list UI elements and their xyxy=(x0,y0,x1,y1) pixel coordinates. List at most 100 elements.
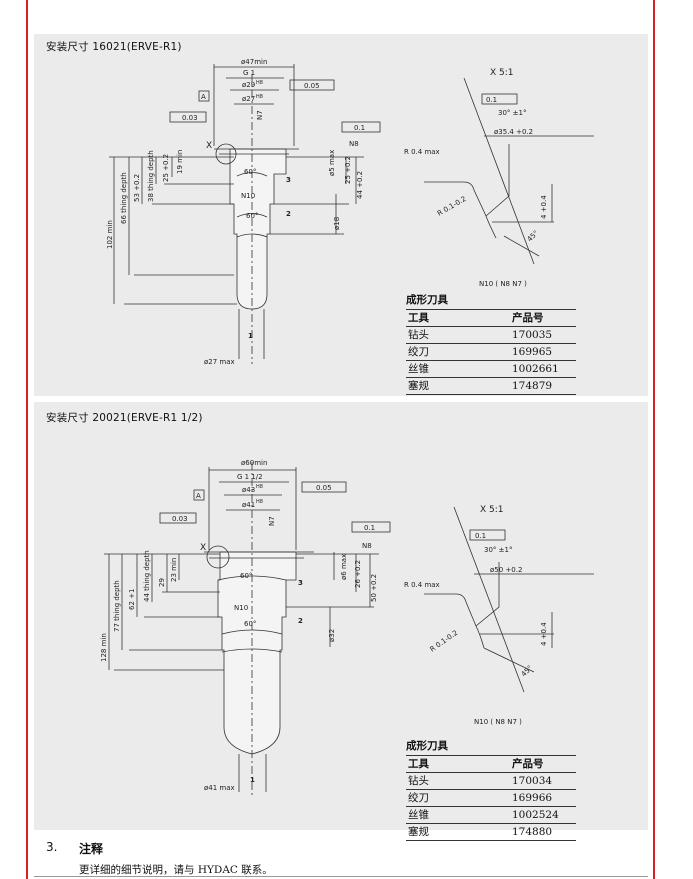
s1-surface-symbols: N10 ( N8 N7 ) xyxy=(479,280,527,288)
section-1-panel: 安装尺寸 16021(ERVE-R1) xyxy=(34,34,648,396)
s2-detail-scale: X 5:1 xyxy=(480,505,504,515)
s2-len62: 62 +1 xyxy=(128,589,136,610)
s1-len25b: 25 +0.2 xyxy=(344,156,352,184)
notes-text: 更详细的细节说明，请与 HYDAC 联系。 xyxy=(79,864,273,876)
s1-detail-dim4: 4 +0.4 xyxy=(540,195,548,219)
left-red-rule xyxy=(26,0,28,879)
s2-datum-a: A xyxy=(196,492,201,500)
s2-surface-symbols: N10 ( N8 N7 ) xyxy=(474,718,522,726)
s2-tools-heading: 成形刀具 xyxy=(406,740,448,752)
s2-len29: 29 xyxy=(158,578,166,587)
s2-n10: N10 xyxy=(234,604,248,612)
s2-part-number: 174880 xyxy=(510,823,576,841)
s2-detail-flat01: 0.1 xyxy=(475,532,486,540)
s2-mark2: 2 xyxy=(298,617,303,625)
s2-n7: N7 xyxy=(268,516,276,526)
s2-flat003: 0.03 xyxy=(172,515,188,523)
s1-len66: 66 thing depth xyxy=(120,172,128,224)
s1-col-part: 产品号 xyxy=(510,309,576,327)
s2-d43: ø43 xyxy=(242,486,255,494)
s2-detail-r01: R 0.1-0.2 xyxy=(429,629,460,654)
s1-tools-heading: 成形刀具 xyxy=(406,294,448,306)
s1-detail-a30: 30° ±1° xyxy=(498,109,526,117)
s1-d27max: ø27 max xyxy=(204,358,235,366)
s1-angle60a: 60° xyxy=(244,168,256,176)
s2-part-number: 169966 xyxy=(510,789,576,807)
s2-angle60b: 60° xyxy=(244,620,256,628)
s2-angle60a: 60° xyxy=(240,572,252,580)
s1-mark3: 3 xyxy=(286,176,291,184)
section-2-title: 安装尺寸 20021(ERVE-R1 1/2) xyxy=(46,412,203,424)
s1-len44: 44 +0.2 xyxy=(356,171,364,199)
s2-len77: 77 thing depth xyxy=(113,580,121,632)
s2-col-part: 产品号 xyxy=(510,755,576,773)
s2-tool-name: 钻头 xyxy=(406,772,510,790)
right-red-rule xyxy=(653,0,655,879)
s1-part-number: 169965 xyxy=(510,343,576,361)
s1-mark2: 2 xyxy=(286,210,291,218)
s2-detail-d50: ø50 +0.2 xyxy=(490,566,522,574)
notes-title: 注释 xyxy=(79,842,104,856)
s1-detail-scale: X 5:1 xyxy=(490,68,514,78)
s2-detail-dim4: 4 +0.4 xyxy=(540,622,548,646)
s2-d6: ø6 max xyxy=(340,554,348,580)
s1-tool-name: 钻头 xyxy=(406,326,510,344)
s1-len102: 102 min xyxy=(106,220,114,249)
s1-x-label: X xyxy=(206,141,212,151)
s2-h8b: H8 xyxy=(256,499,263,505)
section-1-title: 安装尺寸 16021(ERVE-R1) xyxy=(46,41,182,53)
s2-flat01: 0.1 xyxy=(364,524,375,532)
s2-tool-name: 丝锥 xyxy=(406,806,510,824)
s2-detail-r04: R 0.4 max xyxy=(404,581,440,589)
s2-d32: ø32 xyxy=(328,629,336,642)
s1-flat005: 0.05 xyxy=(304,82,320,90)
s1-angle60b: 60° xyxy=(246,212,258,220)
s1-detail-flat01: 0.1 xyxy=(486,96,497,104)
s2-thread: G 1 1/2 xyxy=(237,473,263,481)
s1-tool-name: 绞刀 xyxy=(406,343,510,361)
s1-n8: N8 xyxy=(349,140,359,148)
s2-len128: 128 min xyxy=(100,633,108,662)
s2-tool-name: 绞刀 xyxy=(406,789,510,807)
s1-n10: N10 xyxy=(241,192,255,200)
s1-datum-a: A xyxy=(201,93,206,101)
s2-len23: 23 min xyxy=(170,558,178,582)
s2-h8a: H8 xyxy=(256,484,263,490)
s1-detail-d354: ø35.4 +0.2 xyxy=(494,128,533,136)
s1-part-number: 174879 xyxy=(510,377,576,395)
s1-flat01: 0.1 xyxy=(354,124,365,132)
s2-part-number: 170034 xyxy=(510,772,576,790)
s1-mark1: 1 xyxy=(248,332,253,340)
s2-d41max: ø41 max xyxy=(204,784,235,792)
s1-d5: ø5 max xyxy=(328,150,336,176)
s2-tool-name: 塞规 xyxy=(406,823,510,841)
s2-d41: ø41 xyxy=(242,501,255,509)
s2-len26: 26 +0.2 xyxy=(354,560,362,588)
s1-d29: ø29 xyxy=(242,81,255,89)
s2-detail-a30: 30° ±1° xyxy=(484,546,512,554)
s1-thread: G 1 xyxy=(243,69,255,77)
bottom-rule xyxy=(34,876,648,877)
s1-part-number: 170035 xyxy=(510,326,576,344)
s2-part-number: 1002524 xyxy=(510,806,576,824)
s1-len25: 25 +0.2 xyxy=(162,154,170,182)
s2-len44: 44 thing depth xyxy=(143,550,151,602)
s1-len19: 19 min xyxy=(176,150,184,174)
s1-detail-a45: 45° xyxy=(526,229,540,243)
s1-d18: ø18 xyxy=(333,217,341,230)
section-2-drawing: ø60min G 1 1/2 ø43 H8 ø41 H8 0.05 A 0.03… xyxy=(100,459,594,797)
s2-flat005: 0.05 xyxy=(316,484,332,492)
s1-d-outer: ø47min xyxy=(241,58,267,66)
s2-col-tool: 工具 xyxy=(406,755,510,773)
s1-detail-r04: R 0.4 max xyxy=(404,148,440,156)
s1-tool-name: 塞规 xyxy=(406,377,510,395)
